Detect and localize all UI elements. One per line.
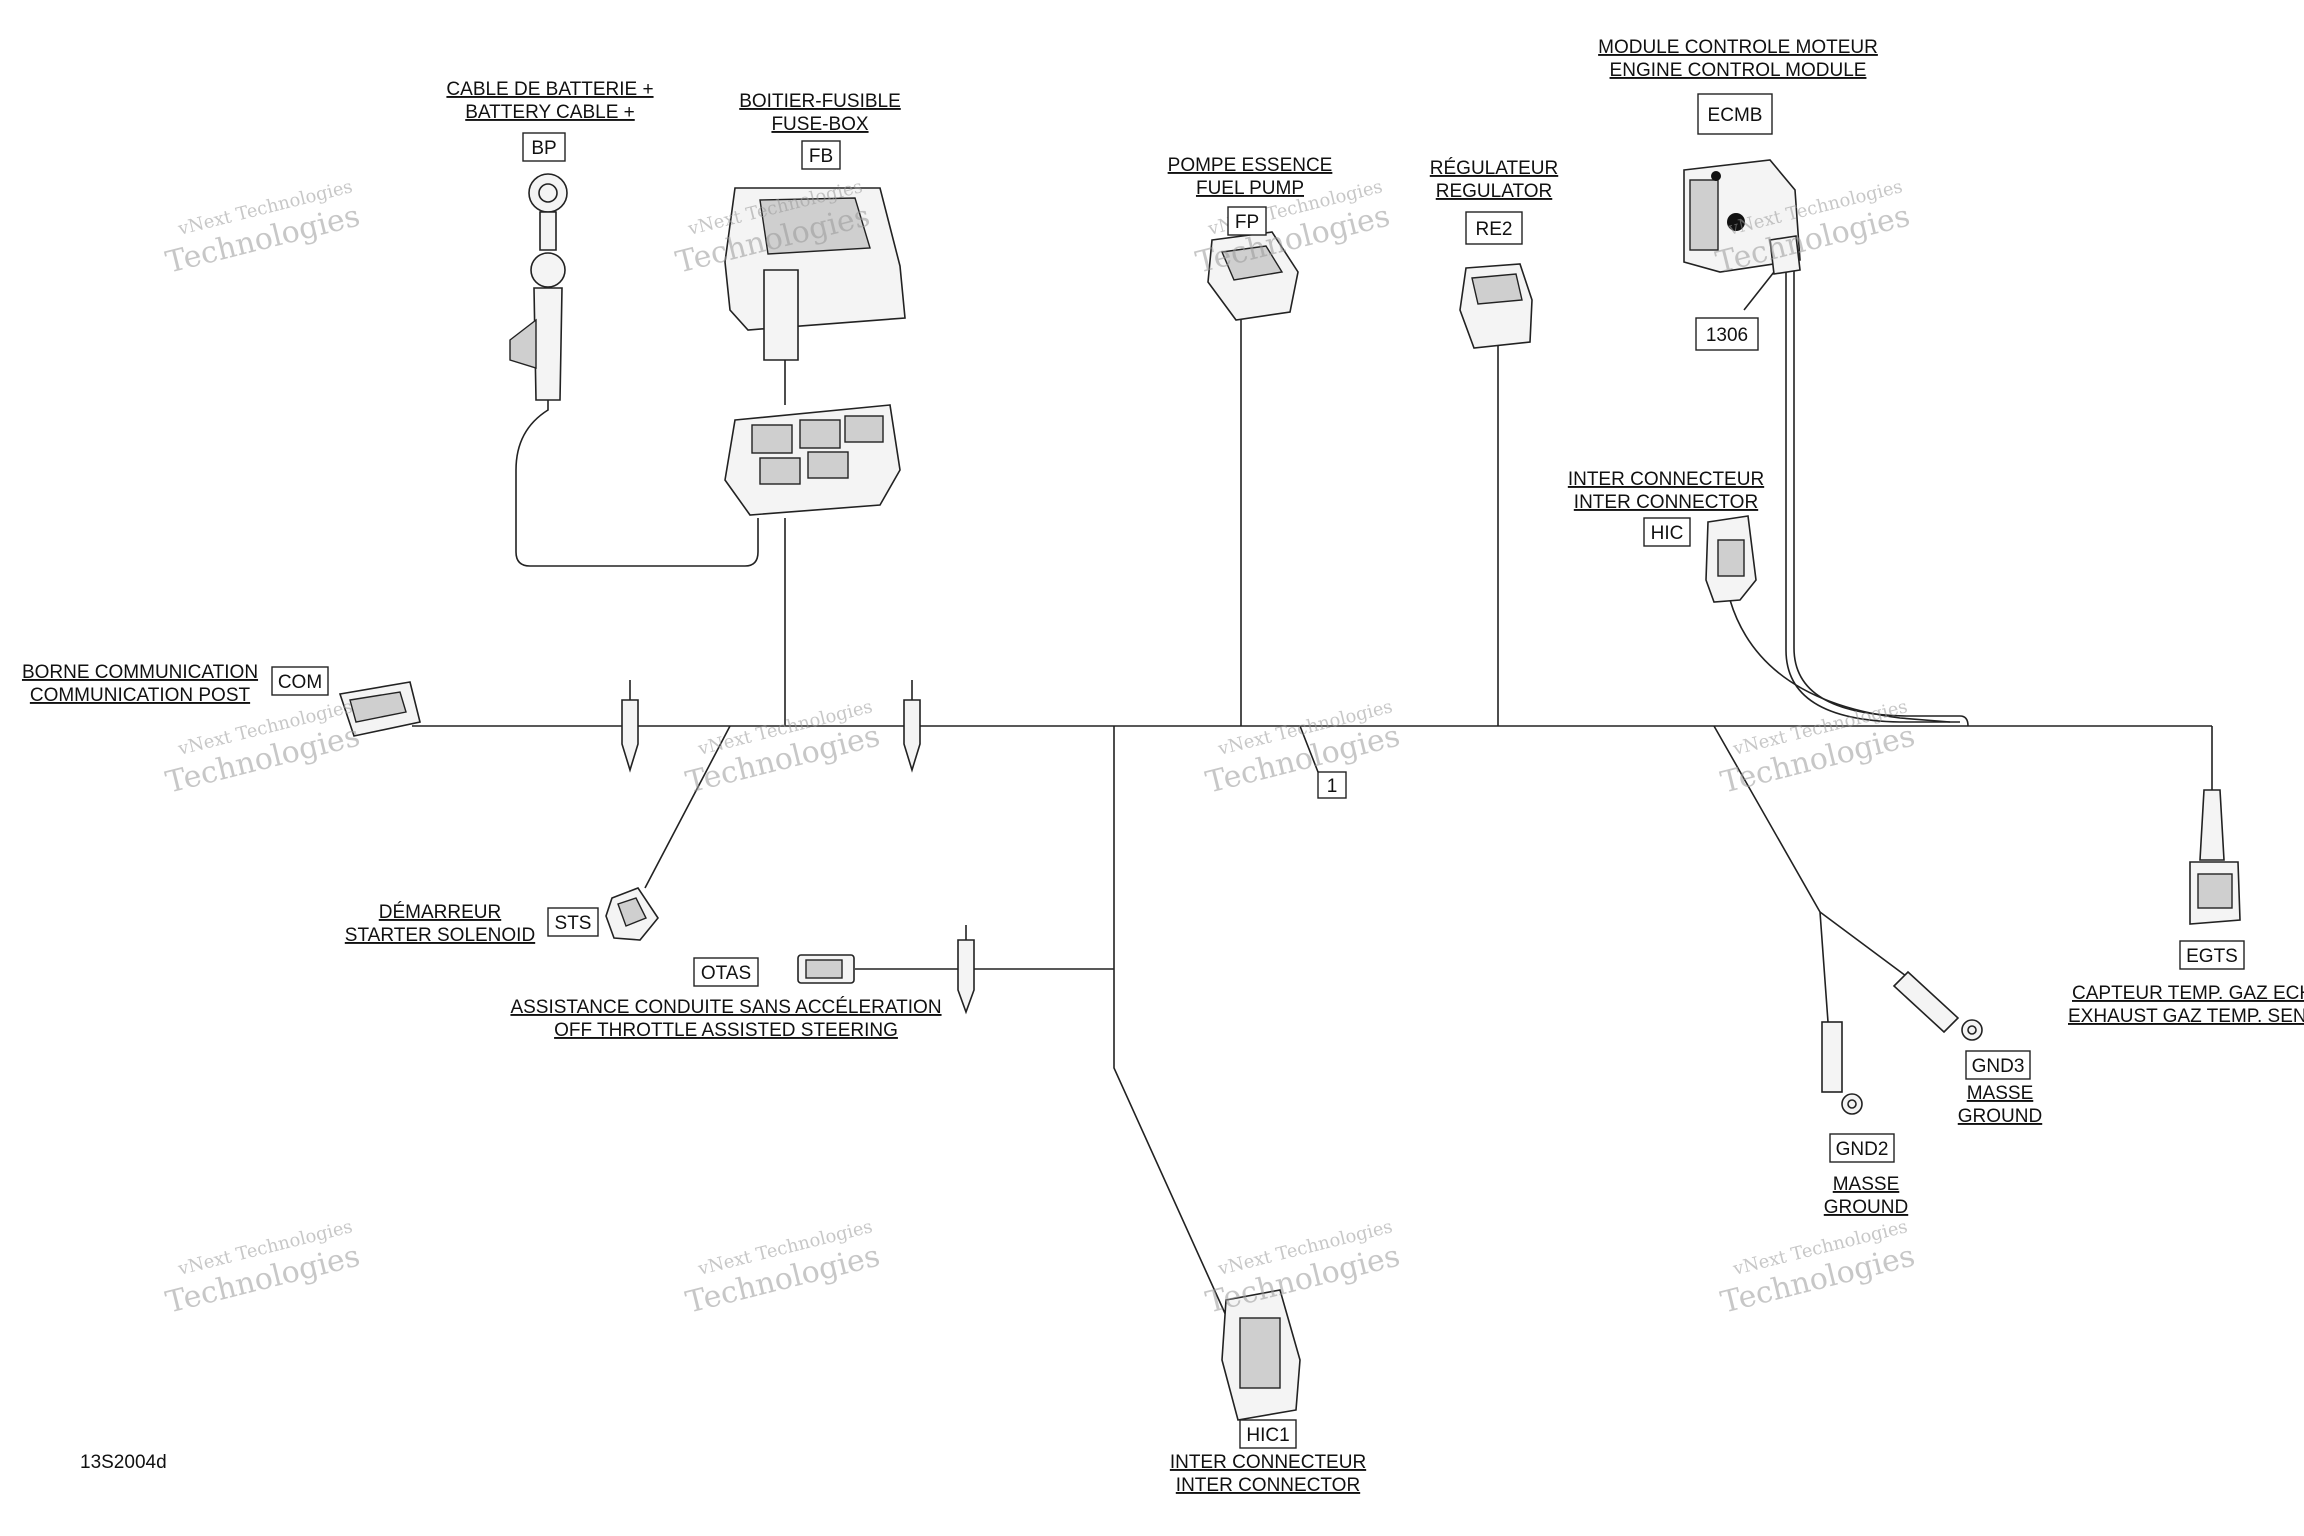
trunk-sensor-2-icon xyxy=(903,699,921,773)
center-branch-wire xyxy=(1113,726,1229,1321)
sts-code-box xyxy=(547,907,599,937)
gnd3-code-box xyxy=(1965,1050,2031,1080)
egts-code: EGTS xyxy=(2186,946,2238,967)
gnd2-label-fr: MASSE xyxy=(1833,1174,1900,1195)
ecm-cable-wire-2 xyxy=(1793,255,1969,727)
fp-code: FP xyxy=(1235,212,1259,233)
fb-code-box xyxy=(801,140,841,170)
egts-sensor-icon xyxy=(2189,789,2241,925)
sts-label-en: STARTER SOLENOID xyxy=(345,925,535,946)
watermark: vNext Technologies Technologies xyxy=(162,176,363,280)
com-connector-icon xyxy=(338,681,421,737)
re2-code-box xyxy=(1465,211,1523,245)
hic-label-en: INTER CONNECTOR xyxy=(1574,492,1758,513)
gnd2-code: GND2 xyxy=(1836,1139,1889,1160)
ecmb-label-fr: MODULE CONTROLE MOTEUR xyxy=(1598,37,1878,58)
com-code-box xyxy=(271,666,329,696)
ecmb-label-en: ENGINE CONTROL MODULE xyxy=(1610,60,1867,81)
fusebox-icon xyxy=(724,187,906,516)
watermark: vNext Technologies Technologies xyxy=(682,1216,883,1320)
otas-code: OTAS xyxy=(701,963,751,984)
com-label-fr: BORNE COMMUNICATION xyxy=(22,662,258,683)
ecm-module-icon xyxy=(1683,159,1801,311)
com-label-en: COMMUNICATION POST xyxy=(30,685,251,706)
bp-code-box xyxy=(522,132,566,162)
egts-label-en: EXHAUST GAZ TEMP. SEN xyxy=(2068,1006,2304,1027)
egts-label-fr: CAPTEUR TEMP. GAZ ECH xyxy=(2072,983,2304,1004)
bp-code: BP xyxy=(531,138,556,159)
watermark: vNext Technologies Technologies xyxy=(1717,696,1918,800)
starter-branch-wire xyxy=(644,725,731,889)
gnd2-code-box xyxy=(1829,1133,1895,1163)
ecmb-ref: 1306 xyxy=(1706,325,1748,346)
ecmb-code: ECMB xyxy=(1708,105,1763,126)
hic1-label-fr: INTER CONNECTEUR xyxy=(1170,1452,1366,1473)
re2-label-fr: RÉGULATEUR xyxy=(1430,158,1558,179)
gnd3-code: GND3 xyxy=(1972,1056,2025,1077)
otas-code-box xyxy=(693,957,759,987)
splice-callout-box xyxy=(1317,771,1347,799)
fuel-pump-connector-icon xyxy=(1207,231,1299,321)
diagram-code: 13S2004d xyxy=(80,1452,167,1473)
gnd3-label-fr: MASSE xyxy=(1967,1083,2034,1104)
splice-callout: 1 xyxy=(1327,776,1338,797)
sts-label-fr: DÉMARREUR xyxy=(379,902,501,923)
re2-label-en: REGULATOR xyxy=(1436,181,1553,202)
gnd2-terminal-icon xyxy=(1821,1021,1863,1115)
hic-cable-wire xyxy=(1729,599,1951,723)
ecm-cable-wire xyxy=(1785,255,1960,723)
gnd2-label-en: GROUND xyxy=(1824,1197,1908,1218)
watermark: vNext Technologies Technologies xyxy=(162,1216,363,1320)
gnd3-label-en: GROUND xyxy=(1958,1106,2042,1127)
fp-label-en: FUEL PUMP xyxy=(1196,178,1304,199)
fb-code: FB xyxy=(809,146,833,167)
ecmb-code-box xyxy=(1697,93,1773,135)
trunk-sensor-1-icon xyxy=(621,699,639,773)
hic1-connector-icon xyxy=(1221,1289,1301,1421)
fb-label-fr: BOITIER-FUSIBLE xyxy=(739,91,901,112)
watermark-layer: vNext Technologies Technologies vNext Te… xyxy=(162,176,1918,1320)
fp-label-fr: POMPE ESSENCE xyxy=(1168,155,1333,176)
bp-label-fr: CABLE DE BATTERIE + xyxy=(446,79,653,100)
sts-code: STS xyxy=(555,913,592,934)
hic1-code: HIC1 xyxy=(1246,1425,1289,1446)
re2-code: RE2 xyxy=(1476,219,1513,240)
watermark: vNext Technologies Technologies xyxy=(1202,1216,1403,1320)
fb-label-en: FUSE-BOX xyxy=(771,114,868,135)
com-code: COM xyxy=(278,672,322,693)
hic1-code-box xyxy=(1239,1419,1297,1449)
regulator-connector-icon xyxy=(1459,263,1533,349)
battery-cable-icon xyxy=(509,173,568,401)
otas-label-fr: ASSISTANCE CONDUITE SANS ACCÉLERATION xyxy=(510,997,941,1018)
hic-label-fr: INTER CONNECTEUR xyxy=(1568,469,1764,490)
fp-code-box xyxy=(1227,206,1267,236)
watermark: vNext Technologies Technologies xyxy=(1202,696,1403,800)
gnd3-terminal-icon xyxy=(1892,970,1983,1041)
egts-code-box xyxy=(2179,940,2245,970)
hic-code-box xyxy=(1643,517,1691,547)
starter-connector-icon xyxy=(605,887,659,941)
bp-label-en: BATTERY CABLE + xyxy=(465,102,635,123)
watermark: vNext Technologies Technologies xyxy=(1717,1216,1918,1320)
battery-cable-wire xyxy=(515,340,759,567)
hic-connector-icon xyxy=(1705,515,1757,603)
otas-label-en: OFF THROTTLE ASSISTED STEERING xyxy=(554,1020,898,1041)
ground3-branch-wire xyxy=(1819,911,1907,977)
hic-code: HIC xyxy=(1651,523,1684,544)
splice-lead-wire xyxy=(1299,725,1319,773)
watermark: vNext Technologies Technologies xyxy=(162,696,363,800)
hic1-label-en: INTER CONNECTOR xyxy=(1176,1475,1360,1496)
watermark: vNext Technologies Technologies xyxy=(682,696,883,800)
harness-wires xyxy=(412,255,2213,1321)
ecmb-ref-box xyxy=(1695,317,1759,351)
otas-sensor-icon xyxy=(957,939,975,1015)
otas-connector-icon xyxy=(797,954,855,984)
